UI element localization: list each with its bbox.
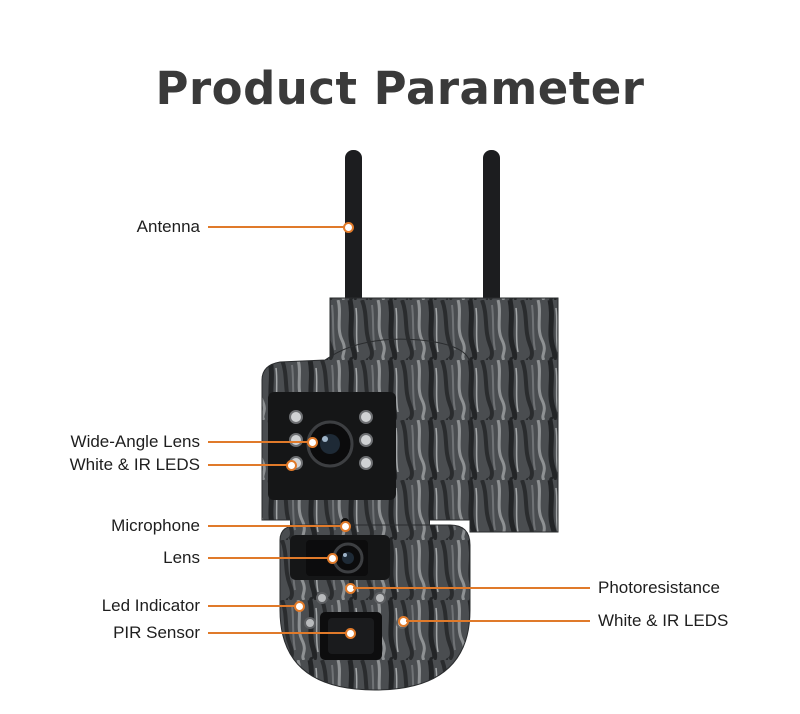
leader-antenna [208, 226, 346, 228]
callout-wide-angle-lens: Wide-Angle Lens [70, 432, 200, 451]
leader-microphone [208, 525, 342, 527]
leader-pir-sensor [208, 632, 348, 634]
dot-led-indicator [294, 601, 305, 612]
antenna-left [345, 150, 362, 340]
dot-lens [327, 553, 338, 564]
page-title: Product Parameter [155, 62, 645, 115]
callout-lens: Lens [163, 548, 200, 567]
leader-lens [208, 557, 330, 559]
callout-white-ir-leds-bottom: White & IR LEDS [598, 611, 729, 630]
leader-wide-angle-lens [208, 441, 310, 443]
callout-led-indicator: Led Indicator [101, 596, 200, 615]
callout-white-ir-leds-top: White & IR LEDS [69, 455, 200, 474]
callout-pir-sensor: PIR Sensor [113, 623, 200, 642]
dot-antenna [343, 222, 354, 233]
dot-microphone [340, 521, 351, 532]
leader-led-indicator [208, 605, 296, 607]
dot-pir-sensor [345, 628, 356, 639]
leader-white-ir-leds-bottom [406, 620, 590, 622]
callout-photoresistance: Photoresistance [598, 578, 720, 597]
leader-photoresistance [353, 587, 590, 589]
callout-microphone: Microphone [111, 516, 200, 535]
dot-white-ir-leds-top [286, 460, 297, 471]
leader-white-ir-leds-top [208, 464, 288, 466]
dot-wide-angle-lens [307, 437, 318, 448]
callout-antenna: Antenna [136, 217, 200, 236]
